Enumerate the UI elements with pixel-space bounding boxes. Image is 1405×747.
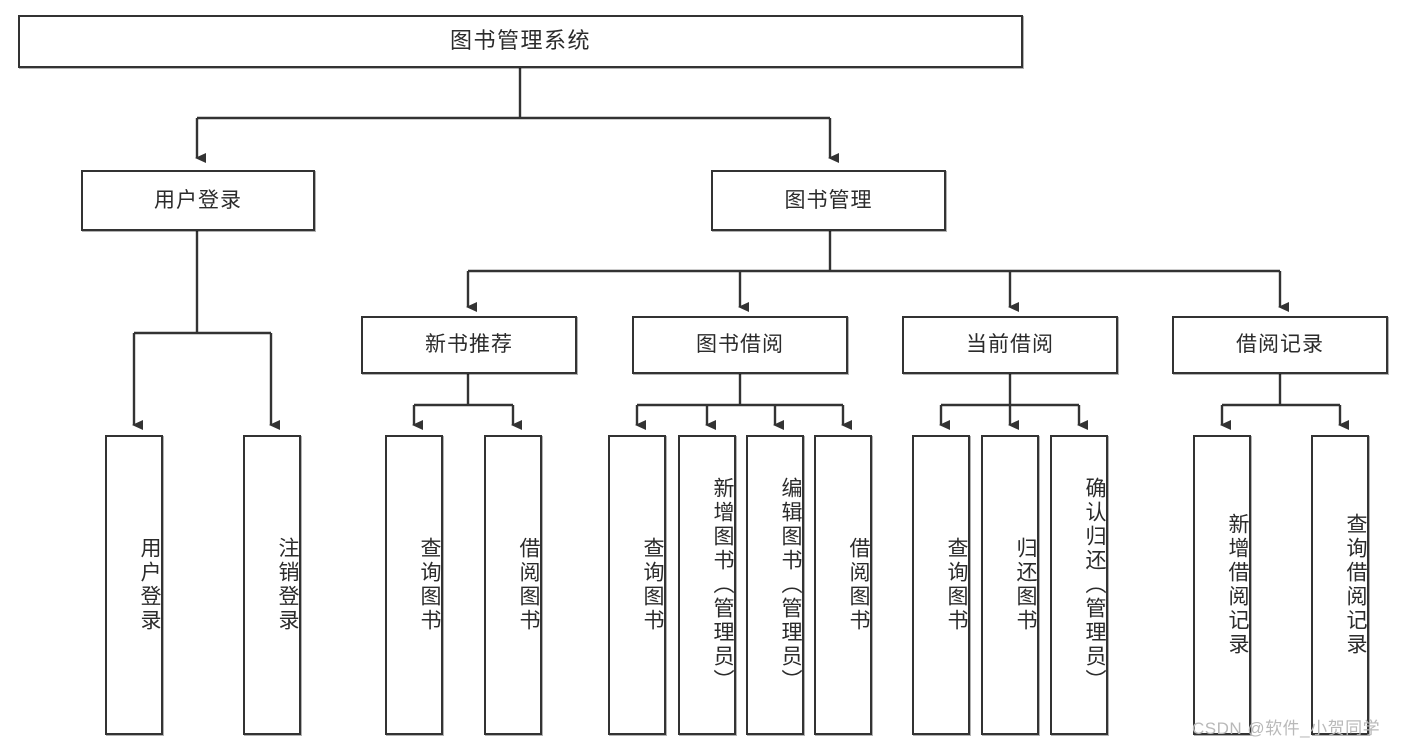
new-book-to-leaves-connector <box>412 374 522 430</box>
leaf-book-borrow-edit-book-admin[interactable]: 编辑图书（管理员） <box>746 435 804 735</box>
node-label: 当前借阅 <box>966 333 1054 357</box>
node-book-borrow[interactable]: 图书借阅 <box>632 316 848 374</box>
node-label: 归还图书 <box>1014 537 1037 633</box>
leaf-current-borrow-confirm-return-admin[interactable]: 确认归还（管理员） <box>1050 435 1108 735</box>
user-login-to-leaves-connector <box>132 231 280 430</box>
node-label: 查询图书 <box>418 537 441 633</box>
leaf-user-login-logout[interactable]: 注销登录 <box>243 435 301 735</box>
leaf-user-login-login[interactable]: 用户登录 <box>105 435 163 735</box>
node-root-system[interactable]: 图书管理系统 <box>18 15 1023 68</box>
node-book-management[interactable]: 图书管理 <box>711 170 946 231</box>
node-label: 借阅图书 <box>847 537 870 633</box>
book-mgmt-to-level3-connector <box>466 231 1289 312</box>
node-label: 图书管理 <box>784 188 873 212</box>
node-current-borrow[interactable]: 当前借阅 <box>902 316 1118 374</box>
borrow-record-to-leaves-connector <box>1220 374 1349 430</box>
node-user-login[interactable]: 用户登录 <box>81 170 315 231</box>
csdn-watermark: CSDN @软件_小贺同学 <box>1192 719 1381 738</box>
node-label: 借阅记录 <box>1236 333 1324 357</box>
node-label: 查询图书 <box>945 537 968 633</box>
node-label: 新增图书（管理员） <box>711 477 734 693</box>
node-label: 确认归还（管理员） <box>1083 477 1106 693</box>
node-label: 用户登录 <box>138 537 161 633</box>
node-label: 查询借阅记录 <box>1344 513 1367 657</box>
leaf-borrow-record-query-record[interactable]: 查询借阅记录 <box>1311 435 1369 735</box>
leaf-current-borrow-return-book[interactable]: 归还图书 <box>981 435 1039 735</box>
current-borrow-to-leaves-connector <box>939 374 1088 430</box>
leaf-current-borrow-query-book[interactable]: 查询图书 <box>912 435 970 735</box>
node-label: 查询图书 <box>641 537 664 633</box>
leaf-new-book-borrow-book[interactable]: 借阅图书 <box>484 435 542 735</box>
node-borrow-record[interactable]: 借阅记录 <box>1172 316 1388 374</box>
book-borrow-to-leaves-connector <box>635 374 852 430</box>
node-label: 新增借阅记录 <box>1226 513 1249 657</box>
node-label: 图书借阅 <box>696 333 784 357</box>
node-label: 用户登录 <box>154 188 242 212</box>
root-to-level2-connector <box>195 68 839 163</box>
node-label: 借阅图书 <box>517 537 540 633</box>
leaf-book-borrow-add-book-admin[interactable]: 新增图书（管理员） <box>678 435 736 735</box>
leaf-new-book-query-book[interactable]: 查询图书 <box>385 435 443 735</box>
node-label: 新书推荐 <box>425 333 513 357</box>
node-new-book-recommend[interactable]: 新书推荐 <box>361 316 577 374</box>
leaf-book-borrow-borrow-book[interactable]: 借阅图书 <box>814 435 872 735</box>
node-label: 注销登录 <box>276 537 299 633</box>
node-label: 图书管理系统 <box>449 28 591 54</box>
leaf-borrow-record-add-record[interactable]: 新增借阅记录 <box>1193 435 1251 735</box>
node-label: 编辑图书（管理员） <box>779 477 802 693</box>
leaf-book-borrow-query-book[interactable]: 查询图书 <box>608 435 666 735</box>
